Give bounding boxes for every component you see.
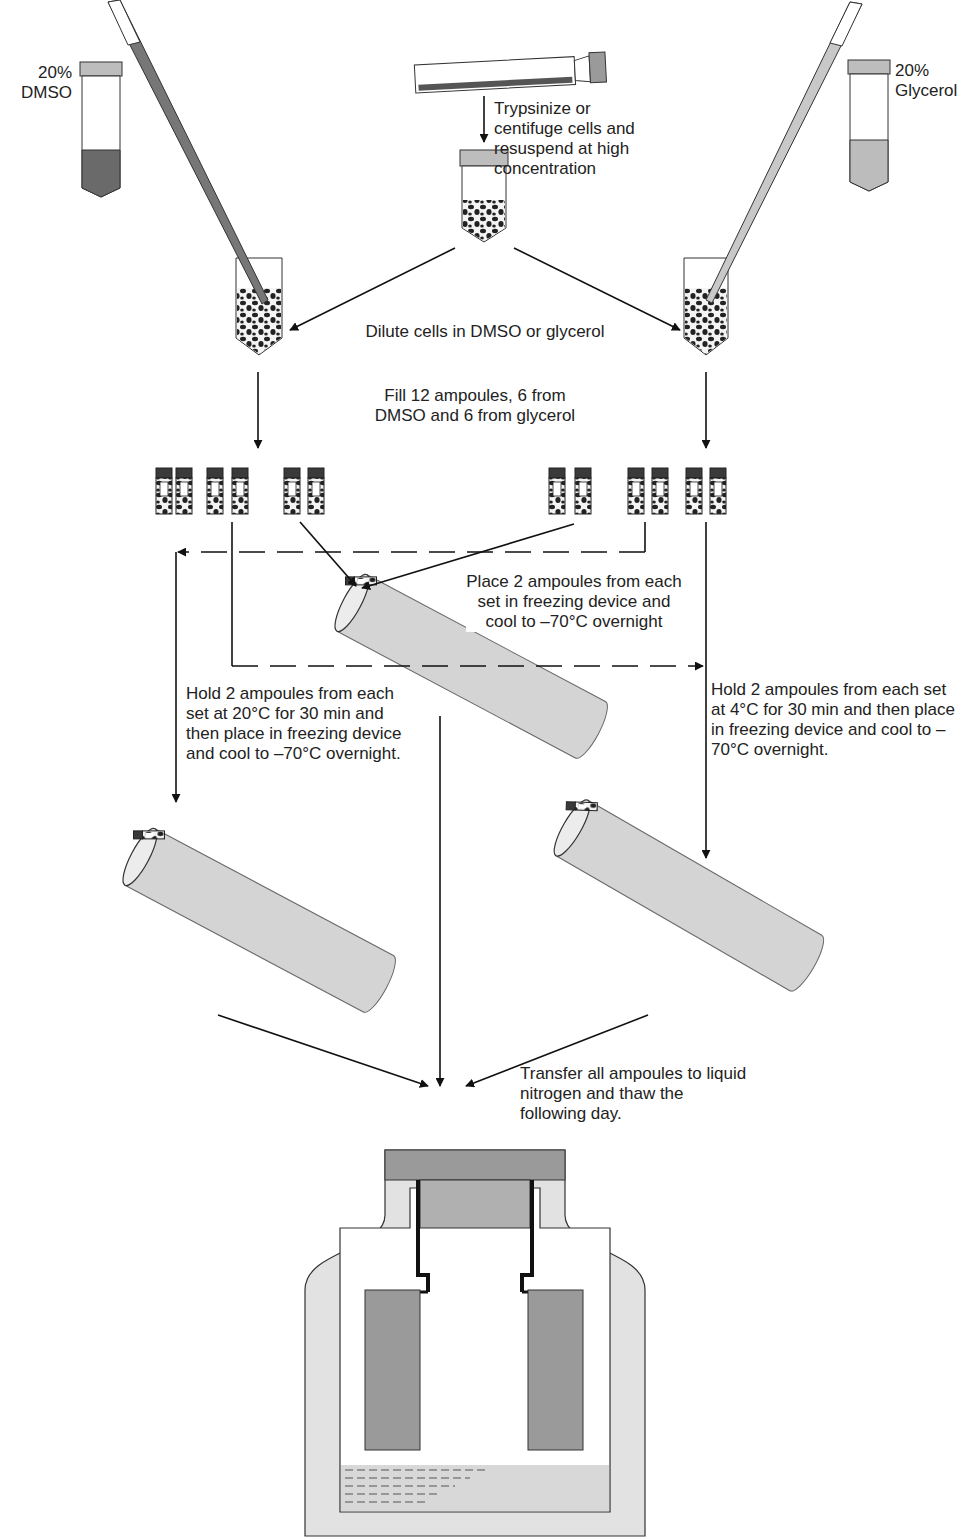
dmso-pipette — [108, 0, 268, 304]
glycerol-pipette — [706, 2, 862, 303]
freezing-device — [109, 564, 831, 1016]
glycerol-vial — [848, 60, 890, 191]
step-note: Fill 12 ampoules, 6 from DMSO and 6 from… — [365, 386, 585, 426]
step-note: Trypsinize or centifuge cells and resusp… — [494, 99, 664, 179]
dmso-vial — [80, 62, 122, 197]
step-note: Hold 2 ampoules from each set at 20°C fo… — [186, 684, 418, 764]
flow-arrows — [176, 96, 706, 1086]
dmso-tube — [236, 258, 282, 355]
step-note: Transfer all ampoules to liquid nitrogen… — [520, 1064, 750, 1124]
reagent-label: 20% DMSO — [8, 63, 72, 103]
liquid-nitrogen-dewar — [305, 1150, 645, 1536]
reagent-label: 20% Glycerol — [895, 61, 961, 101]
step-note: Dilute cells in DMSO or glycerol — [320, 322, 650, 342]
step-note: Hold 2 ampoules from each set at 4°C for… — [711, 680, 961, 760]
step-note: Place 2 ampoules from each set in freezi… — [466, 572, 682, 632]
ampoule-row — [156, 468, 726, 514]
culture-flask — [414, 52, 606, 93]
